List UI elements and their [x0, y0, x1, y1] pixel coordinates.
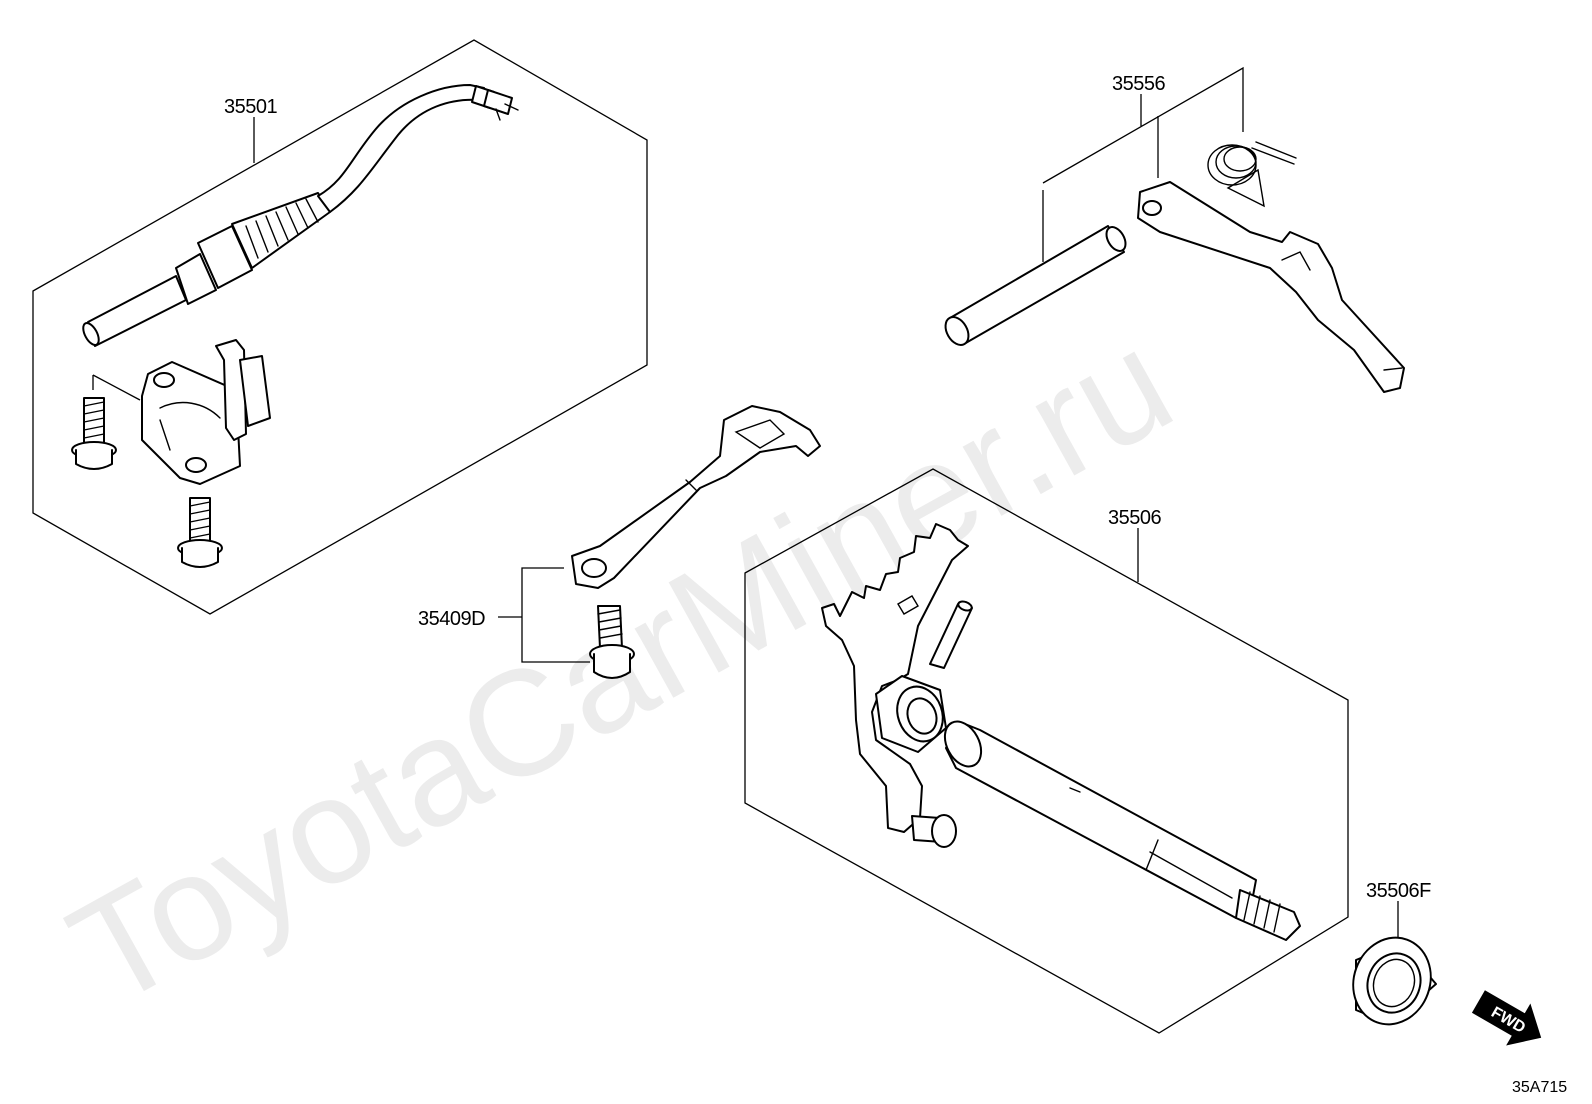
group-35409D: 35409D	[418, 405, 821, 679]
fwd-arrow-icon: FWD	[1471, 990, 1542, 1046]
label-35556[interactable]: 35556	[1112, 73, 1166, 95]
label-35506[interactable]: 35506	[1108, 507, 1162, 529]
lever-pin[interactable]	[911, 814, 957, 848]
detent-plate[interactable]	[821, 523, 969, 833]
shift-shaft[interactable]	[938, 715, 1301, 941]
group-35506F: 35506F	[1341, 880, 1443, 1036]
bolt-a[interactable]	[71, 397, 117, 470]
group-35556: 35556	[941, 66, 1405, 393]
bolt-b[interactable]	[177, 497, 223, 568]
roll-pin[interactable]	[929, 600, 973, 669]
bracket-35409D	[521, 567, 590, 663]
leader-bolt-a	[92, 374, 141, 401]
bearing[interactable]	[1341, 927, 1443, 1036]
diagram-code: 35A715	[1512, 1079, 1567, 1096]
roller[interactable]	[875, 675, 950, 753]
bolt-c[interactable]	[589, 605, 635, 679]
link-plate[interactable]	[571, 405, 821, 589]
label-35501[interactable]: 35501	[224, 96, 278, 118]
torsion-spring[interactable]	[1207, 141, 1297, 208]
group-35506: 35506	[744, 468, 1349, 1034]
label-35409D[interactable]: 35409D	[418, 608, 486, 630]
box-35506	[744, 468, 1349, 1034]
label-35506F[interactable]: 35506F	[1366, 880, 1432, 902]
shift-lever[interactable]	[1137, 181, 1405, 393]
shift-cable[interactable]	[80, 84, 519, 347]
group-35501: 35501	[32, 39, 648, 615]
shift-pin[interactable]	[941, 224, 1130, 349]
cable-bracket[interactable]	[141, 339, 271, 485]
box-35501	[32, 39, 648, 615]
